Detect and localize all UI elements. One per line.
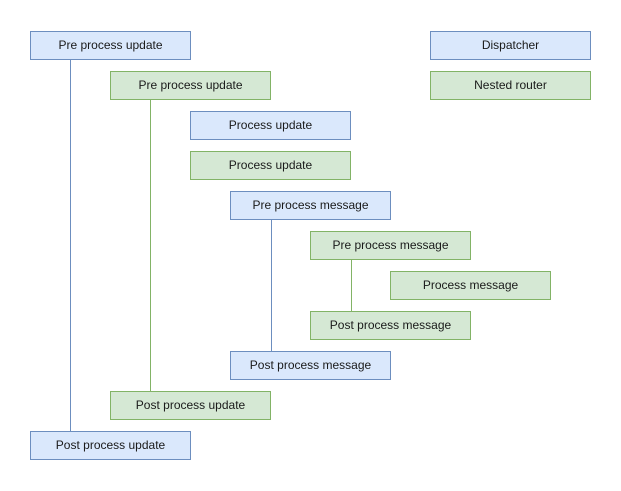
node-label: Pre process message [252,198,369,213]
connector-n5-to-n9 [271,220,272,351]
node-label: Post process update [55,438,166,453]
node-n8[interactable]: Post process message [310,311,471,340]
connector-n2-to-n10 [150,100,151,391]
node-label: Post process message [249,358,372,373]
node-n3[interactable]: Process update [190,111,351,140]
node-label: Pre process update [58,38,163,53]
node-n2[interactable]: Pre process update [110,71,271,100]
node-label: Pre process update [138,78,243,93]
node-n4[interactable]: Process update [190,151,351,180]
node-label: Process update [228,158,313,173]
legend-item-label: Nested router [474,78,547,93]
node-label: Pre process message [332,238,449,253]
node-label: Process message [422,278,519,293]
legend-item-label: Dispatcher [481,38,540,53]
connector-n1-to-n11 [70,60,71,431]
node-label: Process update [228,118,313,133]
node-n10[interactable]: Post process update [110,391,271,420]
node-label: Post process update [135,398,246,413]
node-label: Post process message [329,318,452,333]
node-n1[interactable]: Pre process update [30,31,191,60]
node-n11[interactable]: Post process update [30,431,191,460]
legend-item-nested[interactable]: Nested router [430,71,591,100]
node-n7[interactable]: Process message [390,271,551,300]
legend-item-dispatcher[interactable]: Dispatcher [430,31,591,60]
node-n5[interactable]: Pre process message [230,191,391,220]
connector-n6-to-n8 [351,260,352,311]
node-n6[interactable]: Pre process message [310,231,471,260]
node-n9[interactable]: Post process message [230,351,391,380]
